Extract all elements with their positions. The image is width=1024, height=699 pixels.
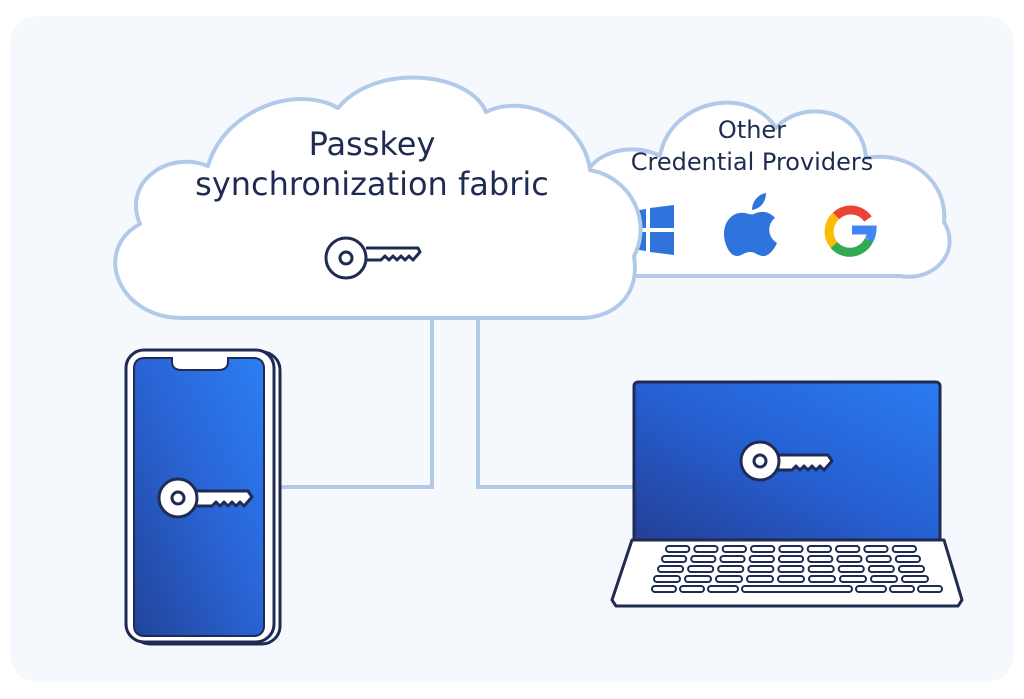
keyboard-key [651, 585, 677, 593]
keyboard-key [867, 565, 895, 573]
keyboard-key [719, 555, 746, 563]
keyboard-key [721, 545, 748, 553]
keyboard-key [653, 575, 681, 583]
connector-lines [278, 318, 636, 489]
keyboard-key [808, 575, 836, 583]
keyboard-key [855, 585, 887, 593]
keyboard-key [715, 575, 743, 583]
keyboard-key [717, 565, 745, 573]
keyboard-key [901, 575, 929, 583]
keyboard-key [741, 585, 853, 593]
keyboard-key [661, 555, 688, 563]
keyboard-key [917, 585, 943, 593]
connector-laptop [476, 318, 636, 489]
key-icon [324, 236, 422, 280]
keyboard-key [777, 565, 805, 573]
keyboard-key [837, 565, 865, 573]
providers-title-line2: Credential Providers [631, 148, 873, 176]
keyboard-key [665, 545, 691, 553]
keyboard-key [746, 575, 774, 583]
keyboard-key [777, 555, 805, 563]
keyboard-key [693, 545, 719, 553]
smartphone [124, 348, 282, 646]
keyboard-key [807, 555, 834, 563]
keyboard-key [748, 555, 775, 563]
keyboard-key [806, 545, 833, 553]
keyboard-key [891, 545, 918, 553]
apple-logo-icon [724, 193, 777, 257]
laptop-key-icon [739, 440, 834, 482]
keyboard-key [870, 575, 898, 583]
keyboard-key [684, 575, 712, 583]
keyboard-key [836, 555, 863, 563]
laptop [610, 380, 964, 608]
keyboard-key [897, 565, 926, 573]
keyboard-key [894, 555, 921, 563]
keyboard-key [690, 555, 717, 563]
keyboard-key [777, 575, 805, 583]
laptop-keyboard [651, 545, 943, 593]
providers-title-line1: Other [718, 116, 786, 144]
keyboard-key [747, 565, 775, 573]
main-cloud-title-line2: synchronization fabric [195, 165, 549, 203]
keyboard-key [863, 545, 889, 553]
keyboard-key [889, 585, 915, 593]
main-cloud-shape [113, 75, 643, 320]
main-cloud-title-line1: Passkey [309, 125, 436, 163]
main-cloud: Passkey synchronization fabric [113, 75, 643, 320]
keyboard-key [707, 585, 739, 593]
keyboard-key [687, 565, 715, 573]
keyboard-key [750, 545, 776, 553]
keyboard-key [657, 565, 685, 573]
google-logo-icon [824, 205, 877, 257]
keyboard-key [807, 565, 835, 573]
keyboard-key [778, 545, 804, 553]
keyboard-key [865, 555, 892, 563]
phone-key-icon [157, 477, 254, 519]
keyboard-key [679, 585, 705, 593]
keyboard-key [835, 545, 861, 553]
connector-phone [278, 318, 434, 489]
keyboard-key [839, 575, 867, 583]
